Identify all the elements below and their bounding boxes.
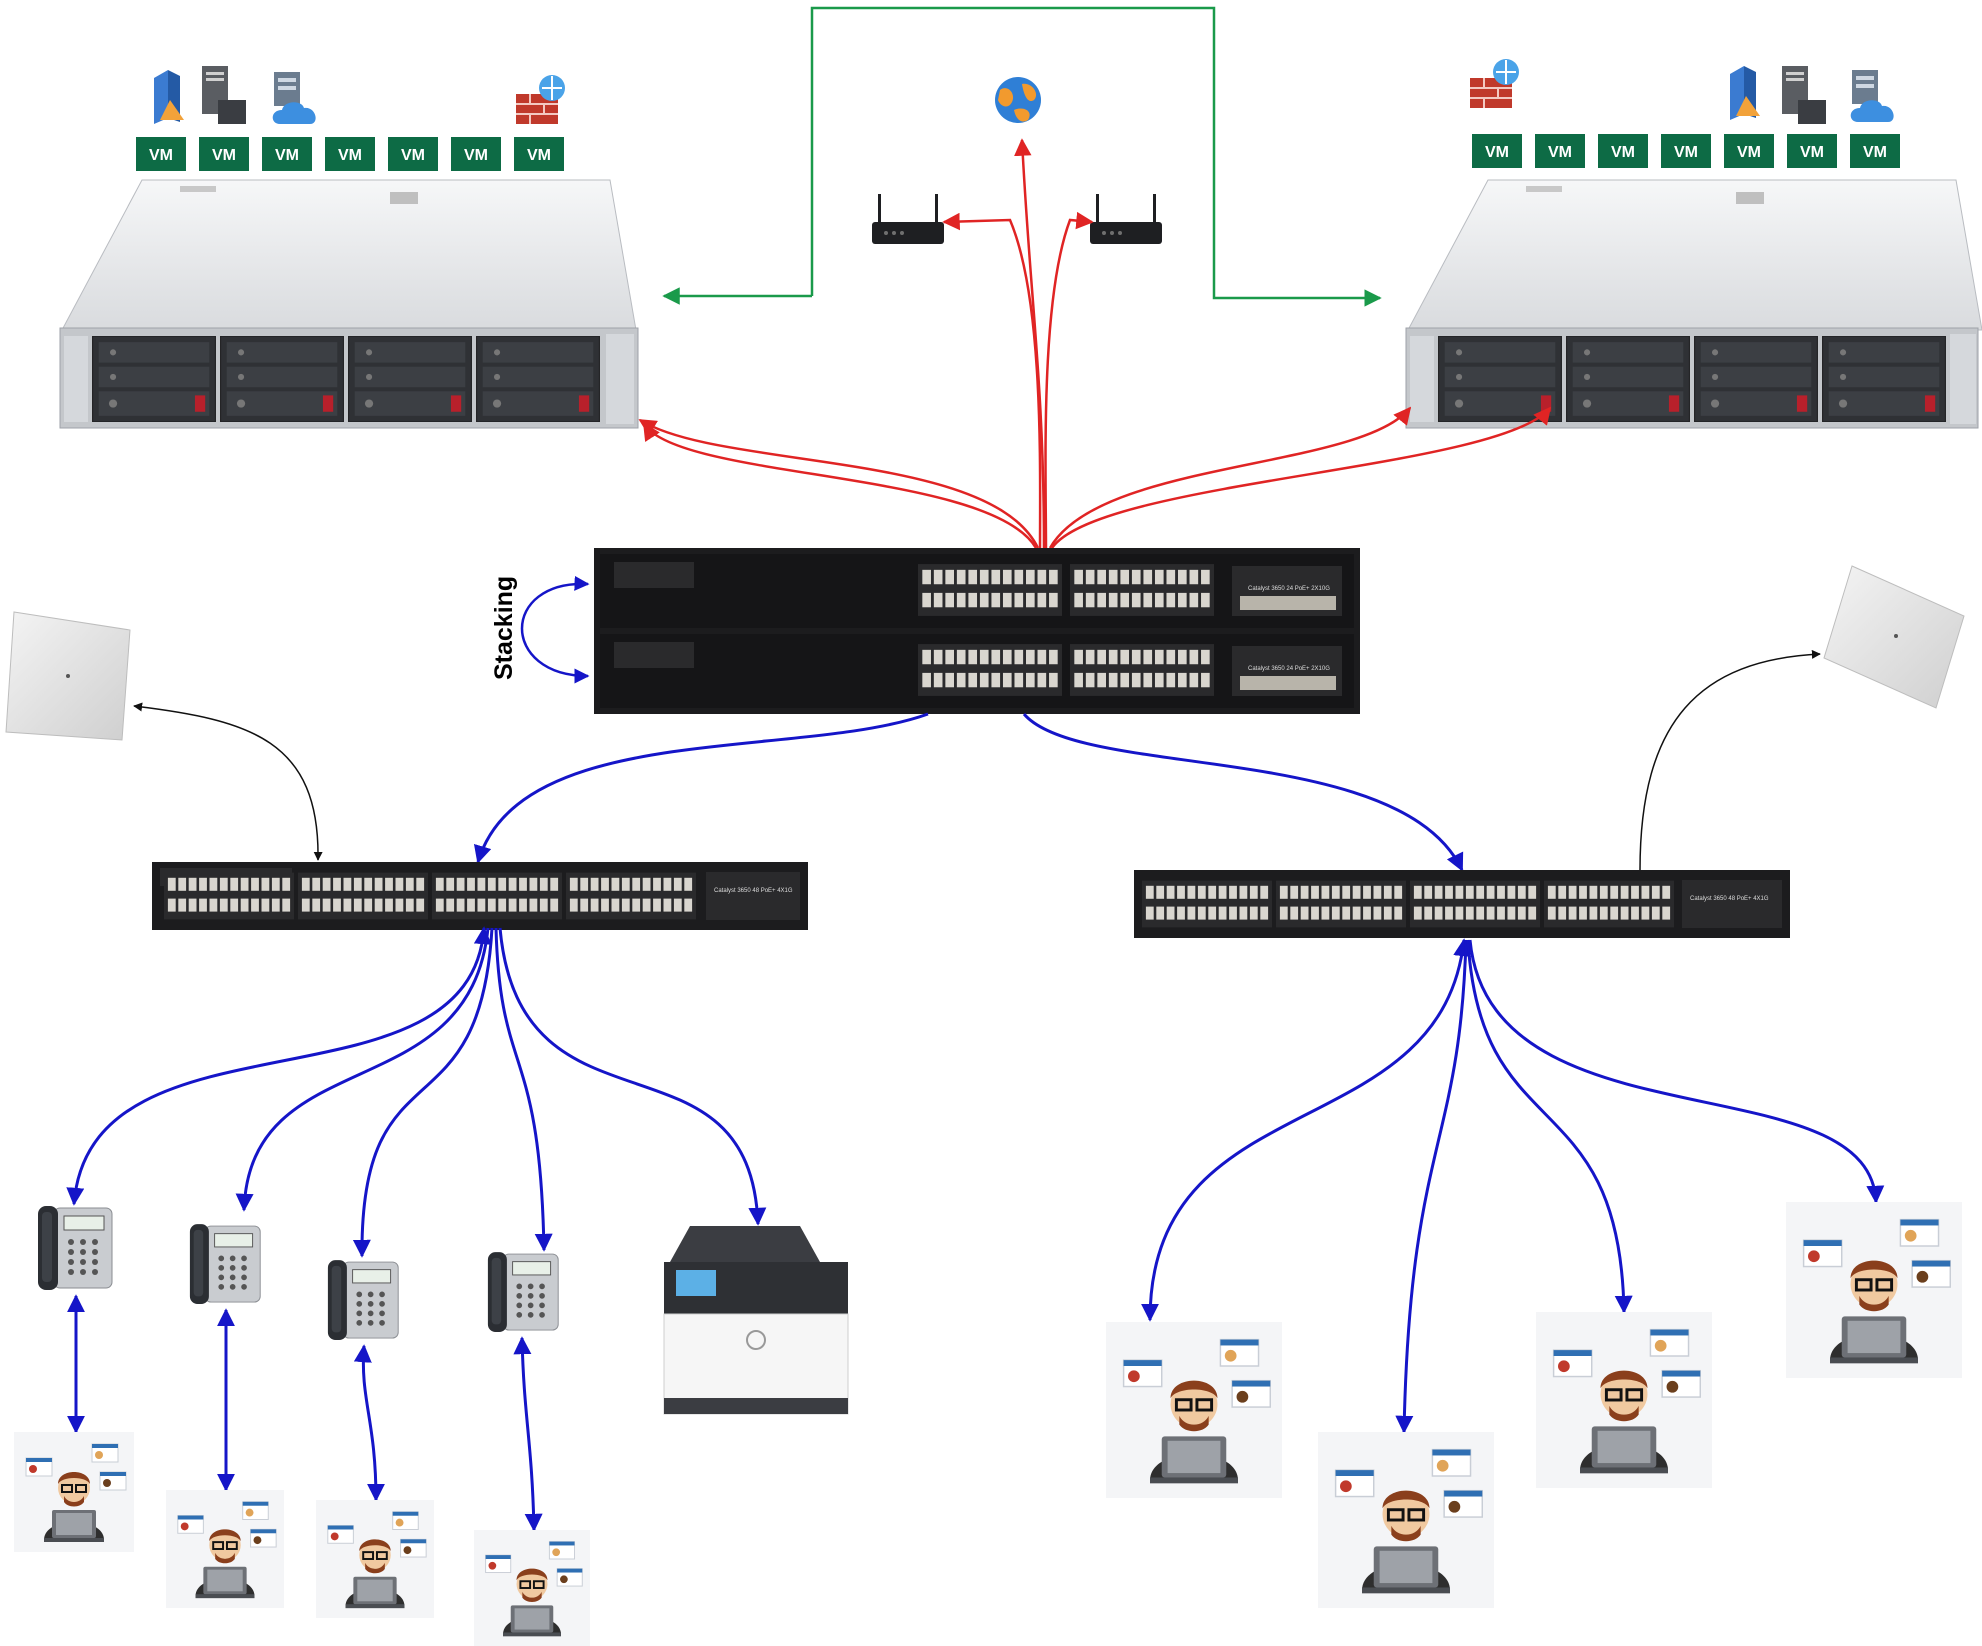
- right-vm-box-5: VM: [1724, 134, 1774, 168]
- left-vm-box-6: VM: [451, 137, 501, 171]
- left-vm-label-1: VM: [149, 147, 173, 164]
- stacking-link: [520, 575, 590, 684]
- access-switch-right-model-label: Catalyst 3650 48 PoE+ 4X1G: [1690, 896, 1769, 902]
- right-vm-box-1: VM: [1472, 134, 1522, 168]
- access-switch-right: Catalyst 3650 48 PoE+ 4X1G: [1134, 870, 1790, 938]
- left-vm-label-5: VM: [401, 147, 425, 164]
- core-to-access-left: [473, 712, 929, 864]
- virtualization-icon: [1730, 66, 1760, 120]
- ip-phone-3: [327, 1259, 399, 1341]
- ap-link-right: [1639, 649, 1821, 871]
- right-vm-label-3: VM: [1611, 144, 1635, 161]
- stacking-label: Stacking: [490, 576, 518, 680]
- right-vm-box-3: VM: [1598, 134, 1648, 168]
- left-vm-label-3: VM: [275, 147, 299, 164]
- right-vm-box-6: VM: [1787, 134, 1837, 168]
- virtualization-icon: [154, 70, 184, 124]
- right-vm-box-2: VM: [1535, 134, 1585, 168]
- left-vm-box-7: VM: [514, 137, 564, 171]
- ip-phone-1: [37, 1205, 113, 1291]
- server-right: [1405, 179, 1982, 429]
- access-switch-left: Catalyst 3650 48 PoE+ 4X1G: [152, 862, 808, 930]
- right-vm-label-1: VM: [1485, 144, 1509, 161]
- core-switch-model-label-2: Catalyst 3650 24 PoE+ 2X10G: [1248, 666, 1330, 672]
- server-tower-icon: [1782, 66, 1826, 124]
- left-vm-label-4: VM: [338, 147, 362, 164]
- right-vm-label-6: VM: [1800, 144, 1824, 161]
- left-vm-label-6: VM: [464, 147, 488, 164]
- left-vm-label-7: VM: [527, 147, 551, 164]
- left-vm-box-4: VM: [325, 137, 375, 171]
- user-laptop-6: [1318, 1432, 1494, 1608]
- access-switch-left-model-label: Catalyst 3650 48 PoE+ 4X1G: [714, 888, 793, 894]
- core-switch-model-label: Catalyst 3650 24 PoE+ 2X10G: [1248, 586, 1330, 592]
- vm-row-right: VM VM VM VM VM VM VM: [1472, 134, 1900, 168]
- user-laptop-2: [166, 1490, 284, 1608]
- left-endpoint-links: [66, 926, 767, 1258]
- firewall-icon: [516, 75, 565, 124]
- core-switch-stack: Catalyst 3650 24 PoE+ 2X10G Catalyst 365…: [594, 548, 1360, 714]
- ip-phone-4: [487, 1251, 559, 1333]
- right-endpoint-links: [1141, 938, 1885, 1434]
- user-laptop-5: [1106, 1322, 1282, 1498]
- server-tower-icon: [202, 66, 246, 124]
- left-vm-label-2: VM: [212, 147, 236, 164]
- left-vm-box-3: VM: [262, 137, 312, 171]
- wireless-router-icon: [1090, 194, 1162, 244]
- left-vm-box-2: VM: [199, 137, 249, 171]
- core-uplinks: [638, 138, 1552, 551]
- wan-link-green: [810, 6, 1382, 307]
- right-vm-box-7: VM: [1850, 134, 1900, 168]
- ap-link-left: [133, 702, 323, 861]
- printer-icon: [663, 1226, 849, 1415]
- access-point-right: [1823, 565, 1965, 709]
- phone-user-links: [67, 1294, 543, 1532]
- right-vm-label-5: VM: [1737, 144, 1761, 161]
- access-point-left: [5, 611, 131, 741]
- firewall-icon: [1470, 59, 1519, 108]
- server-left: [59, 179, 639, 429]
- user-laptop-7: [1536, 1312, 1712, 1488]
- user-laptop-8: [1786, 1202, 1962, 1378]
- right-vm-label-7: VM: [1863, 144, 1887, 161]
- user-laptop-4: [473, 1530, 591, 1646]
- user-laptop-3: [316, 1500, 434, 1618]
- wireless-router-icon: [872, 194, 944, 244]
- cloud-server-icon: [1850, 70, 1894, 122]
- ip-phone-2: [189, 1223, 261, 1305]
- core-to-access-right: [1022, 713, 1464, 872]
- globe-icon: [995, 77, 1041, 123]
- vm-row-left: VM VM VM VM VM VM VM: [136, 137, 564, 171]
- left-vm-box-1: VM: [136, 137, 186, 171]
- user-laptop-1: [14, 1432, 134, 1552]
- right-vm-label-4: VM: [1674, 144, 1698, 161]
- right-vm-box-4: VM: [1661, 134, 1711, 168]
- left-vm-box-5: VM: [388, 137, 438, 171]
- cloud-server-icon: [272, 72, 316, 124]
- right-vm-label-2: VM: [1548, 144, 1572, 161]
